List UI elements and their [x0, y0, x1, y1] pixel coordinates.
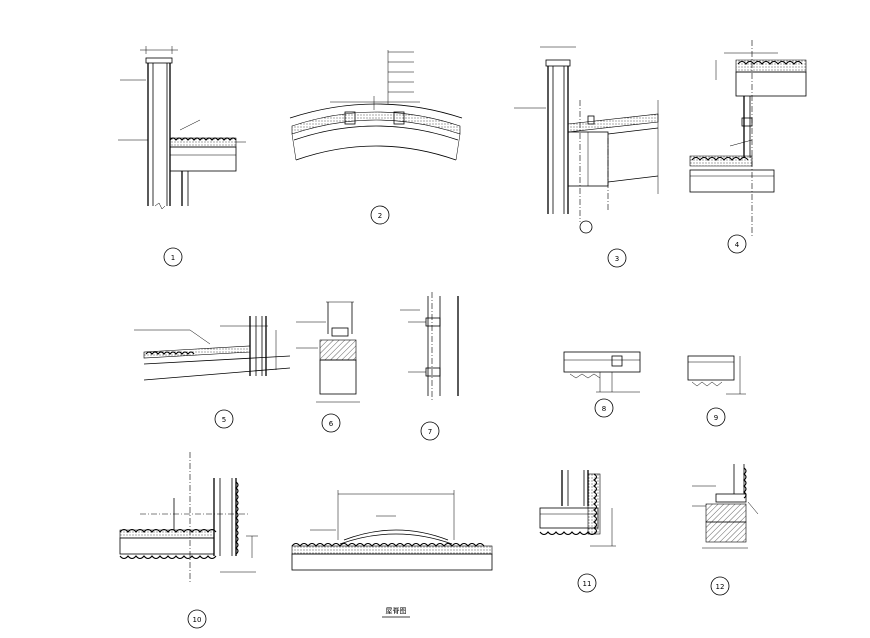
detail-marker-11	[577, 573, 597, 593]
detail-marker-12	[710, 576, 730, 596]
detail-2	[289, 50, 463, 161]
detail-5	[134, 316, 291, 381]
detail-number-11: 11	[583, 580, 592, 588]
detail-marker-6	[321, 413, 341, 433]
detail-marker-5	[214, 409, 234, 429]
detail-3	[514, 46, 659, 234]
detail-marker-9	[706, 407, 726, 427]
detail-7	[400, 292, 459, 400]
detail-number-5: 5	[222, 416, 226, 424]
detail-number-2: 2	[378, 212, 382, 220]
detail-marker-10	[187, 609, 207, 629]
detail-number-12: 12	[716, 583, 725, 591]
detail-6	[296, 301, 360, 403]
detail-marker-1	[163, 247, 183, 267]
detail-number-4: 4	[735, 241, 740, 249]
detail-number-8: 8	[602, 405, 606, 413]
detail-number-7: 7	[428, 428, 432, 436]
detail-marker-3	[607, 248, 627, 268]
detail-12	[692, 464, 759, 549]
detail-10	[119, 452, 258, 582]
detail-number-9: 9	[714, 414, 718, 422]
detail-number-6: 6	[329, 420, 334, 428]
detail-marker-8	[594, 398, 614, 418]
ridge-caption: 屋脊图	[386, 606, 407, 615]
detail-marker-4	[727, 234, 747, 254]
detail-1	[118, 46, 246, 210]
detail-8	[563, 351, 641, 393]
detail-marker-2	[370, 205, 390, 225]
detail-marker-7	[420, 421, 440, 441]
detail-number-10: 10	[193, 616, 202, 624]
detail-number-1: 1	[171, 254, 175, 262]
detail-markers: 1 2 3 4 5 6 7 8 9 10 11 12	[163, 205, 747, 629]
detail-11	[539, 470, 616, 547]
detail-number-3: 3	[615, 255, 619, 263]
detail-9	[687, 355, 746, 395]
ridge-detail	[291, 490, 493, 571]
detail-4	[689, 40, 807, 236]
